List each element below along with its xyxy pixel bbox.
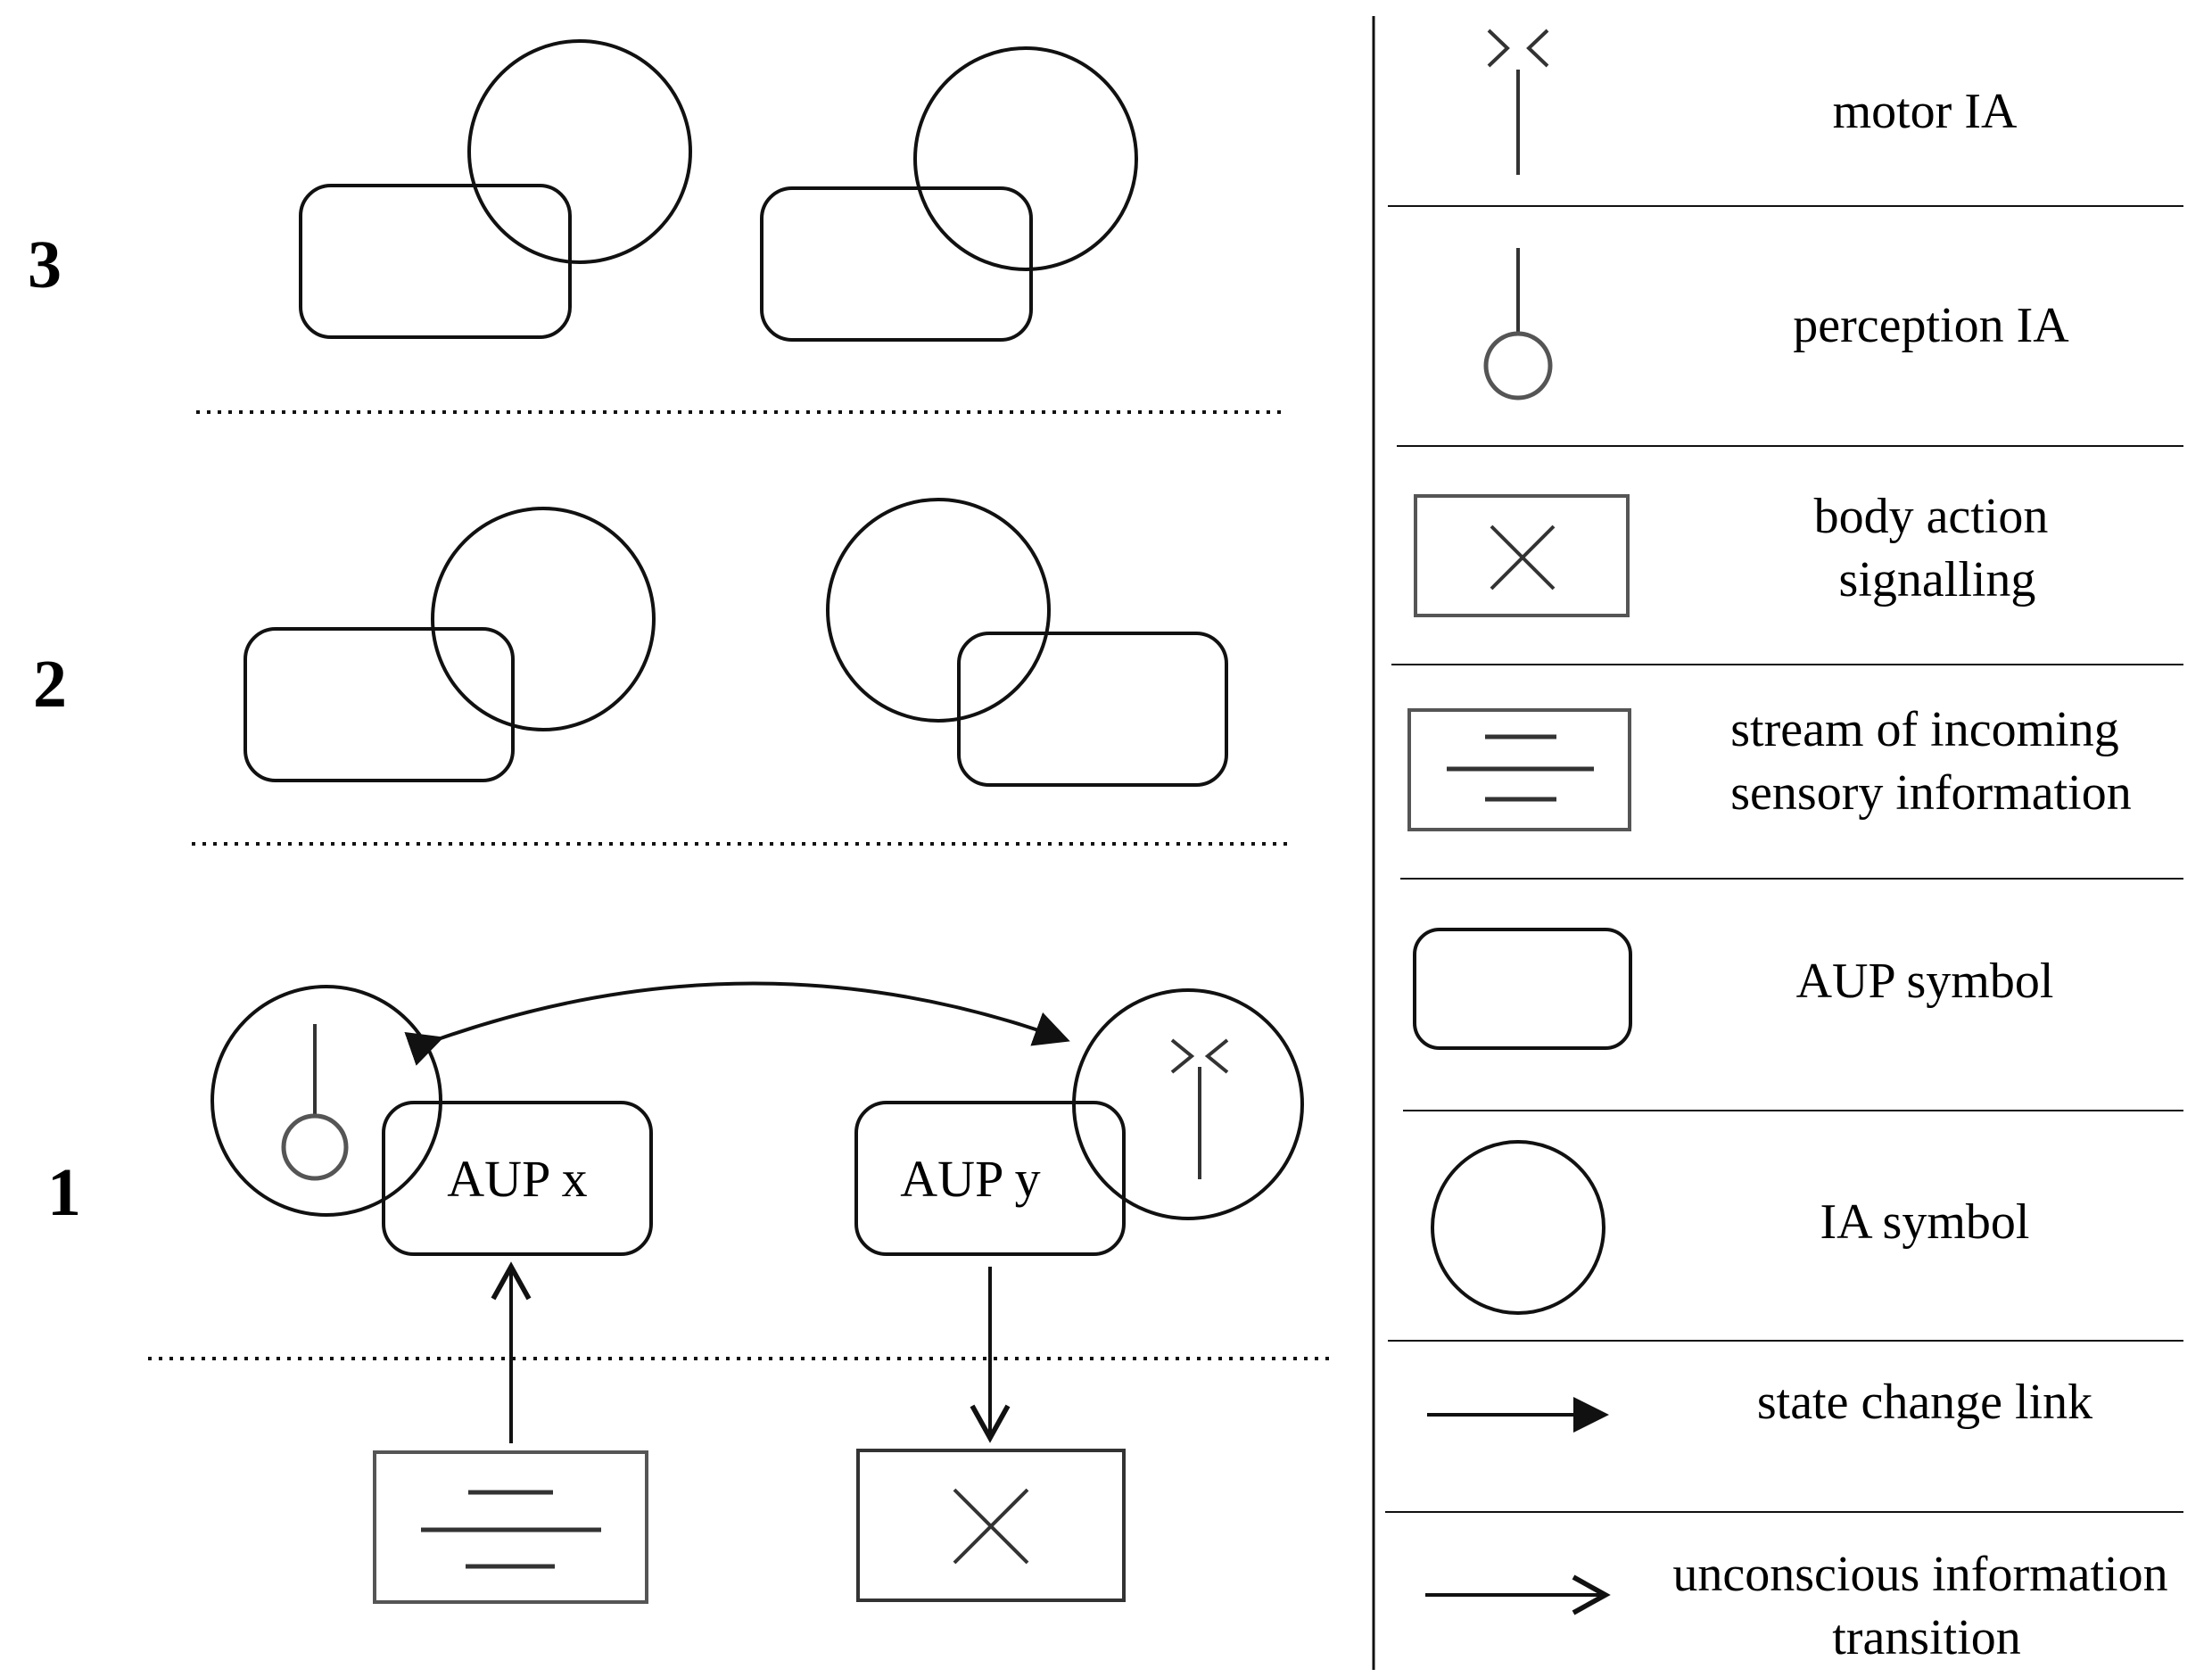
level-2-ia-right: [826, 498, 1051, 723]
level-label-1: 1: [47, 1155, 81, 1230]
legend-ia-symbol-icon: [1431, 1140, 1605, 1315]
level-1-ia-perception: [210, 985, 442, 1217]
legend: motor IA perception IA body action signa…: [1385, 29, 2183, 1665]
level-2-ia-left: [431, 507, 656, 731]
legend-label-aup-symbol: AUP symbol: [1796, 954, 2054, 1009]
level-1-ia-motor: [1072, 988, 1304, 1220]
state-change-link-curved: [404, 981, 1070, 1066]
legend-label-sensory-stream: stream of incoming sensory information: [1730, 702, 2131, 821]
level-1-group: AUP x AUP y: [210, 981, 1304, 1256]
legend-aup-symbol-icon: [1413, 928, 1632, 1050]
motor-ia-icon: [1170, 1038, 1229, 1179]
legend-body-action-icon: [1414, 494, 1630, 617]
level-2-group: [243, 498, 1228, 787]
level-label-2: 2: [33, 647, 67, 722]
level-2-aup-right: [957, 632, 1228, 787]
sensory-stream-box: [373, 1450, 648, 1604]
level-2-aup-left: [243, 627, 515, 782]
level-label-3: 3: [28, 227, 62, 302]
legend-label-motor-ia: motor IA: [1833, 84, 2018, 139]
level-3-aup-right: [760, 186, 1033, 342]
level-3-group: [299, 39, 1138, 342]
level-3-ia-left: [467, 39, 692, 264]
legend-label-body-action: body action signalling: [1814, 489, 2061, 607]
aup-y-box: [854, 1101, 1126, 1256]
legend-label-ia-symbol: IA symbol: [1820, 1194, 2030, 1250]
legend-dividers: [1385, 205, 2183, 1513]
legend-label-perception-ia: perception IA: [1793, 298, 2069, 353]
body-action-box: [856, 1449, 1126, 1602]
legend-sensory-stream-icon: [1407, 708, 1631, 831]
legend-label-state-change-link: state change link: [1757, 1375, 2092, 1430]
aup-y-label: AUP y: [900, 1150, 1040, 1208]
legend-label-unconscious-transition: unconscious information transition: [1672, 1547, 2180, 1665]
aup-x-label: AUP x: [447, 1150, 587, 1208]
legend-perception-ia-icon: [1483, 248, 1553, 401]
perception-ia-icon: [281, 1024, 349, 1181]
aup-x-box: [382, 1101, 653, 1256]
level-3-aup-left: [299, 184, 572, 339]
legend-motor-ia-icon: [1487, 29, 1549, 175]
level-3-ia-right: [913, 46, 1138, 271]
